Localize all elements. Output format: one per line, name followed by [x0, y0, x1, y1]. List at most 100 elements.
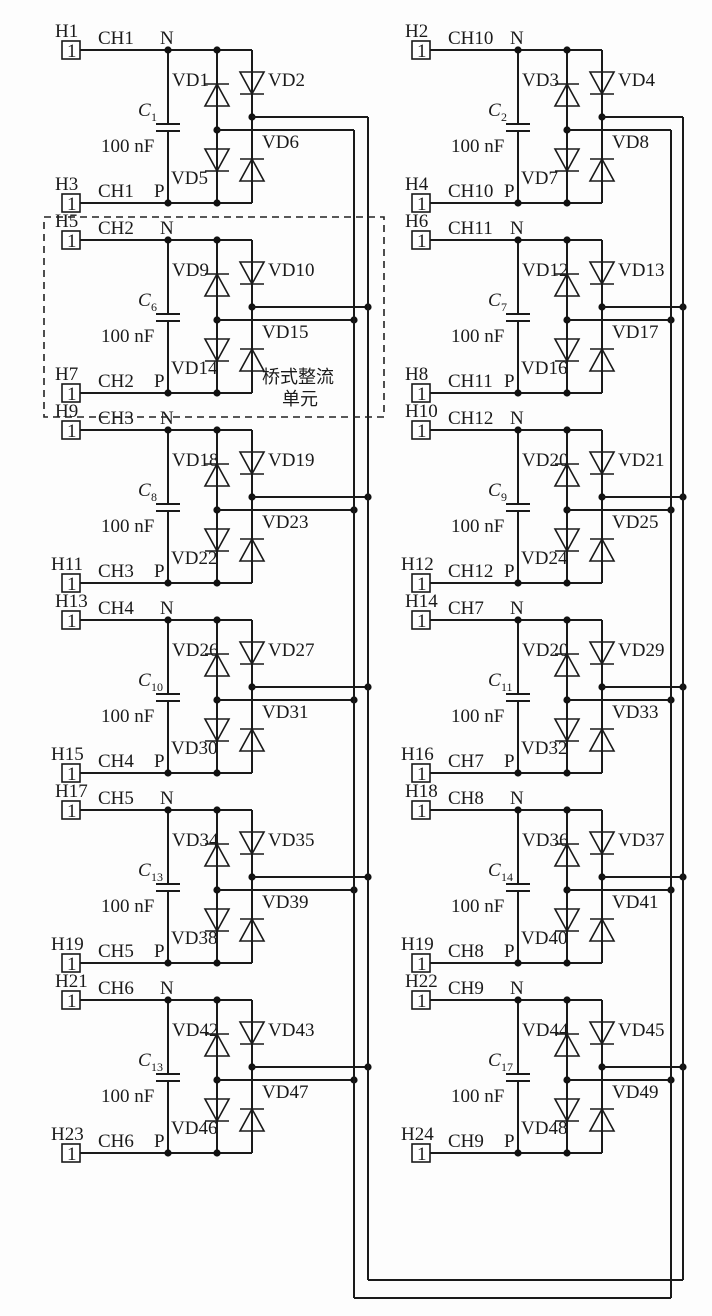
node-n-label: N — [160, 28, 174, 49]
diode-label: VD37 — [618, 830, 664, 851]
diode-symbol — [238, 537, 266, 562]
diode-label: VD49 — [612, 1082, 658, 1103]
diode-triangle — [203, 908, 231, 933]
diode-symbol — [238, 261, 266, 286]
node-n-label: N — [160, 408, 174, 429]
channel-label: CH10 — [448, 28, 493, 49]
junction-dot — [164, 579, 172, 587]
diode-symbol — [238, 917, 266, 942]
diode-triangle — [203, 1098, 231, 1123]
diode-triangle — [553, 1032, 581, 1057]
pin-label: H1 — [55, 21, 78, 42]
diode-triangle — [203, 272, 231, 297]
diode-triangle — [553, 528, 581, 553]
diode-symbol — [238, 641, 266, 666]
diode-triangle — [588, 71, 616, 96]
node-p-label: P — [504, 941, 515, 962]
channel-label: CH3 — [98, 408, 134, 429]
diode-symbol — [203, 652, 231, 677]
diode-symbol — [588, 451, 616, 476]
connector-pin-label: 1 — [417, 384, 427, 405]
junction-dot — [213, 46, 221, 54]
diode-symbol — [238, 831, 266, 856]
capacitor-label: C — [488, 480, 501, 501]
junction-dot — [563, 806, 571, 814]
diode-symbol — [238, 157, 266, 182]
capacitor-label: C — [488, 290, 501, 311]
node-p-label: P — [154, 751, 165, 772]
connector-pin-label: 1 — [67, 574, 77, 595]
diode-label: VD10 — [268, 260, 314, 281]
diode-symbol — [553, 908, 581, 933]
diode-label: VD41 — [612, 892, 658, 913]
junction-dot — [563, 1149, 571, 1157]
node-n-label: N — [510, 978, 524, 999]
junction-dot — [213, 1149, 221, 1157]
pin-label: H19 — [401, 934, 434, 955]
pin-label: H13 — [55, 591, 88, 612]
diode-triangle — [203, 148, 231, 173]
node-n-label: N — [160, 218, 174, 239]
node-p-label: P — [154, 371, 165, 392]
diode-symbol — [588, 261, 616, 286]
junction-dot — [164, 769, 172, 777]
diode-symbol — [553, 272, 581, 297]
diode-label: VD44 — [522, 1020, 569, 1041]
capacitor-value: 100 nF — [101, 896, 154, 917]
node-n-label: N — [510, 788, 524, 809]
junction-dot — [514, 996, 522, 1004]
diode-label: VD8 — [612, 132, 649, 153]
diode-symbol — [203, 718, 231, 743]
diode-label: VD40 — [521, 928, 567, 949]
diode-symbol — [238, 1021, 266, 1046]
pin-label: H12 — [401, 554, 434, 575]
pin-label: H18 — [405, 781, 438, 802]
connector-pin-label: 1 — [417, 574, 427, 595]
diode-symbol — [203, 338, 231, 363]
channel-label: CH8 — [448, 941, 484, 962]
capacitor-subscript: 1 — [151, 110, 157, 124]
diode-label: VD4 — [618, 70, 655, 91]
connector-pin-label: 1 — [417, 954, 427, 975]
junction-dot — [563, 769, 571, 777]
channel-label: CH1 — [98, 28, 134, 49]
diode-triangle — [238, 451, 266, 476]
diode-symbol — [588, 71, 616, 96]
capacitor-subscript: 14 — [501, 870, 513, 884]
junction-dot — [164, 1149, 172, 1157]
capacitor-subscript: 13 — [151, 870, 163, 884]
diode-triangle — [588, 1021, 616, 1046]
diode-label: VD14 — [171, 358, 218, 379]
junction-dot — [514, 579, 522, 587]
diode-triangle — [238, 347, 266, 372]
diode-label: VD3 — [522, 70, 559, 91]
pin-label: H16 — [401, 744, 434, 765]
pin-label: H7 — [55, 364, 78, 385]
capacitor-subscript: 6 — [151, 300, 157, 314]
diode-symbol — [588, 157, 616, 182]
pin-label: H10 — [405, 401, 438, 422]
pin-label: H2 — [405, 21, 428, 42]
capacitor-value: 100 nF — [101, 326, 154, 347]
channel-label: CH4 — [98, 751, 134, 772]
annotation-text: 桥式整流 — [262, 367, 334, 388]
pin-label: H22 — [405, 971, 438, 992]
diode-label: VD38 — [171, 928, 217, 949]
connector-pin-label: 1 — [67, 231, 77, 252]
node-p-label: P — [504, 371, 515, 392]
junction-dot — [514, 806, 522, 814]
diode-triangle — [238, 831, 266, 856]
diode-label: VD13 — [618, 260, 664, 281]
junction-dot — [213, 426, 221, 434]
capacitor-label: C — [488, 100, 501, 121]
diode-label: VD2 — [268, 70, 305, 91]
diode-symbol — [203, 272, 231, 297]
diode-label: VD42 — [172, 1020, 218, 1041]
diode-triangle — [553, 148, 581, 173]
diode-triangle — [588, 1107, 616, 1132]
connector-pin-label: 1 — [67, 764, 77, 785]
